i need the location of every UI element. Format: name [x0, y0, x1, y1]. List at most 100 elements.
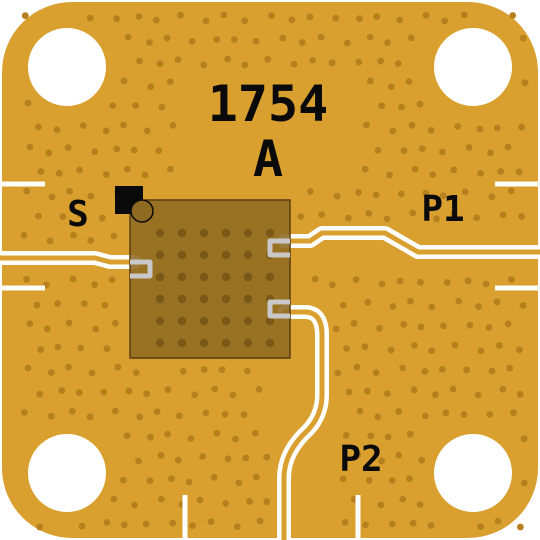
via	[398, 103, 405, 111]
via	[242, 454, 250, 462]
via	[383, 215, 391, 223]
via	[65, 363, 72, 371]
via	[169, 121, 177, 129]
via	[290, 60, 298, 68]
via	[166, 78, 174, 85]
via	[202, 17, 210, 25]
via	[113, 145, 121, 153]
via	[156, 60, 164, 68]
via	[21, 409, 28, 416]
port-p1-label: P1	[421, 189, 464, 230]
via	[374, 413, 382, 421]
via	[114, 363, 122, 371]
via	[416, 100, 424, 108]
via	[224, 55, 232, 63]
via	[517, 523, 524, 531]
via	[377, 57, 385, 65]
via	[110, 232, 118, 240]
via	[400, 320, 408, 328]
via	[100, 388, 108, 396]
thermal-via	[177, 316, 187, 326]
via	[410, 386, 418, 394]
via	[406, 475, 413, 483]
via	[386, 171, 393, 179]
via	[409, 209, 417, 217]
via	[241, 61, 249, 69]
via	[109, 102, 117, 109]
via	[220, 11, 228, 19]
via	[112, 407, 119, 415]
via	[153, 408, 161, 415]
via	[113, 15, 120, 23]
mounting-hole-bottom-right	[432, 432, 514, 514]
via	[185, 478, 193, 486]
via	[355, 58, 363, 66]
via	[329, 281, 336, 289]
via	[37, 346, 44, 354]
via	[422, 412, 429, 420]
via	[232, 435, 239, 443]
edge-cutouts	[0, 181, 540, 540]
via	[463, 366, 470, 374]
part-number-label: 1754	[208, 75, 328, 133]
via	[233, 523, 241, 531]
via	[297, 213, 305, 221]
thermal-via	[243, 338, 253, 348]
via	[87, 192, 95, 200]
via	[158, 103, 166, 111]
via	[372, 191, 380, 199]
via	[388, 477, 396, 484]
mounting-hole-top-left	[26, 26, 108, 108]
via	[411, 165, 419, 173]
via	[396, 16, 404, 24]
via	[108, 276, 116, 283]
via	[504, 143, 512, 151]
via	[428, 303, 436, 311]
thermal-via	[221, 228, 231, 238]
via	[477, 347, 485, 355]
via	[119, 476, 127, 484]
via	[130, 146, 138, 154]
via	[476, 125, 484, 133]
thermal-via	[265, 316, 275, 326]
via	[175, 412, 183, 420]
via	[384, 39, 391, 46]
via	[211, 385, 219, 393]
chip-body	[129, 199, 291, 359]
thermal-via	[177, 294, 187, 304]
via	[147, 433, 154, 441]
via	[65, 319, 73, 327]
via	[155, 147, 163, 155]
via	[373, 13, 381, 20]
via	[389, 303, 397, 310]
via	[363, 121, 370, 129]
via	[497, 168, 505, 175]
via	[361, 165, 369, 173]
via	[454, 123, 462, 130]
via	[264, 55, 272, 63]
pad-s	[130, 259, 153, 279]
via	[438, 366, 446, 373]
via	[475, 303, 482, 310]
via	[405, 78, 413, 85]
via	[384, 390, 391, 397]
via	[411, 342, 418, 349]
via	[422, 189, 430, 197]
thermal-via	[221, 250, 231, 260]
via	[433, 215, 440, 223]
via	[135, 13, 143, 20]
via	[189, 522, 196, 529]
via	[222, 500, 230, 507]
via	[86, 413, 94, 421]
via	[252, 473, 260, 481]
thermal-via	[243, 228, 253, 238]
via	[520, 435, 528, 443]
via	[66, 187, 73, 195]
thermal-via	[199, 272, 209, 282]
via	[218, 366, 226, 374]
via	[519, 34, 527, 42]
via	[355, 189, 362, 196]
via	[229, 391, 237, 399]
via	[174, 456, 182, 464]
via	[240, 411, 248, 418]
